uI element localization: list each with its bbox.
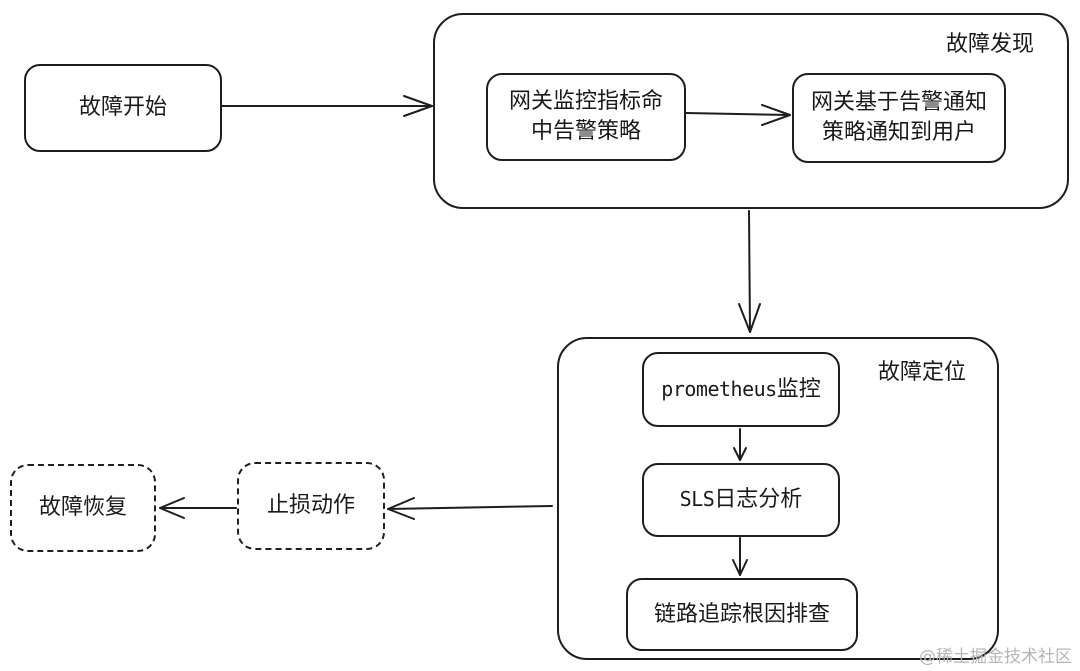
fault-discovery-title: 故障发现 bbox=[946, 32, 1035, 57]
prometheus-monitor-node: prometheus监控 bbox=[642, 352, 840, 427]
sls-log-node: SLS日志分析 bbox=[642, 463, 840, 537]
gateway-metric-alert-label: 网关监控指标命 中告警策略 bbox=[508, 89, 663, 144]
trace-root-cause-label: 链路追踪根因排查 bbox=[653, 601, 830, 627]
gateway-notify-user-node: 网关基于告警通知 策略通知到用户 bbox=[792, 73, 1006, 163]
prometheus-monitor-label: prometheus监控 bbox=[661, 375, 820, 405]
stop-loss-node: 止损动作 bbox=[237, 462, 385, 550]
stop-loss-label: 止损动作 bbox=[266, 493, 355, 519]
log-analysis-text: 日志分析 bbox=[714, 487, 803, 513]
sls-text: SLS bbox=[679, 487, 715, 512]
gateway-metric-alert-node: 网关监控指标命 中告警策略 bbox=[486, 73, 686, 161]
arrow-metric-to-notify bbox=[685, 112, 791, 116]
monitor-text: 监控 bbox=[776, 376, 821, 402]
fault-start-node: 故障开始 bbox=[24, 64, 222, 152]
fault-recovery-node: 故障恢复 bbox=[10, 464, 156, 552]
fault-locate-group bbox=[557, 337, 999, 660]
fault-locate-title: 故障定位 bbox=[878, 360, 967, 385]
arrow-discovery-to-locate bbox=[748, 210, 751, 333]
fault-start-label: 故障开始 bbox=[78, 95, 167, 121]
prometheus-text: prometheus bbox=[661, 376, 777, 401]
trace-root-cause-node: 链路追踪根因排查 bbox=[626, 578, 858, 651]
gateway-notify-user-label: 网关基于告警通知 策略通知到用户 bbox=[810, 90, 987, 145]
fault-discovery-group bbox=[433, 13, 1069, 209]
sls-log-label: SLS日志分析 bbox=[680, 485, 803, 515]
arrow-locate-to-stoploss bbox=[387, 505, 553, 510]
watermark: @稀土掘金技术社区 bbox=[919, 647, 1072, 667]
fault-recovery-label: 故障恢复 bbox=[38, 495, 127, 521]
